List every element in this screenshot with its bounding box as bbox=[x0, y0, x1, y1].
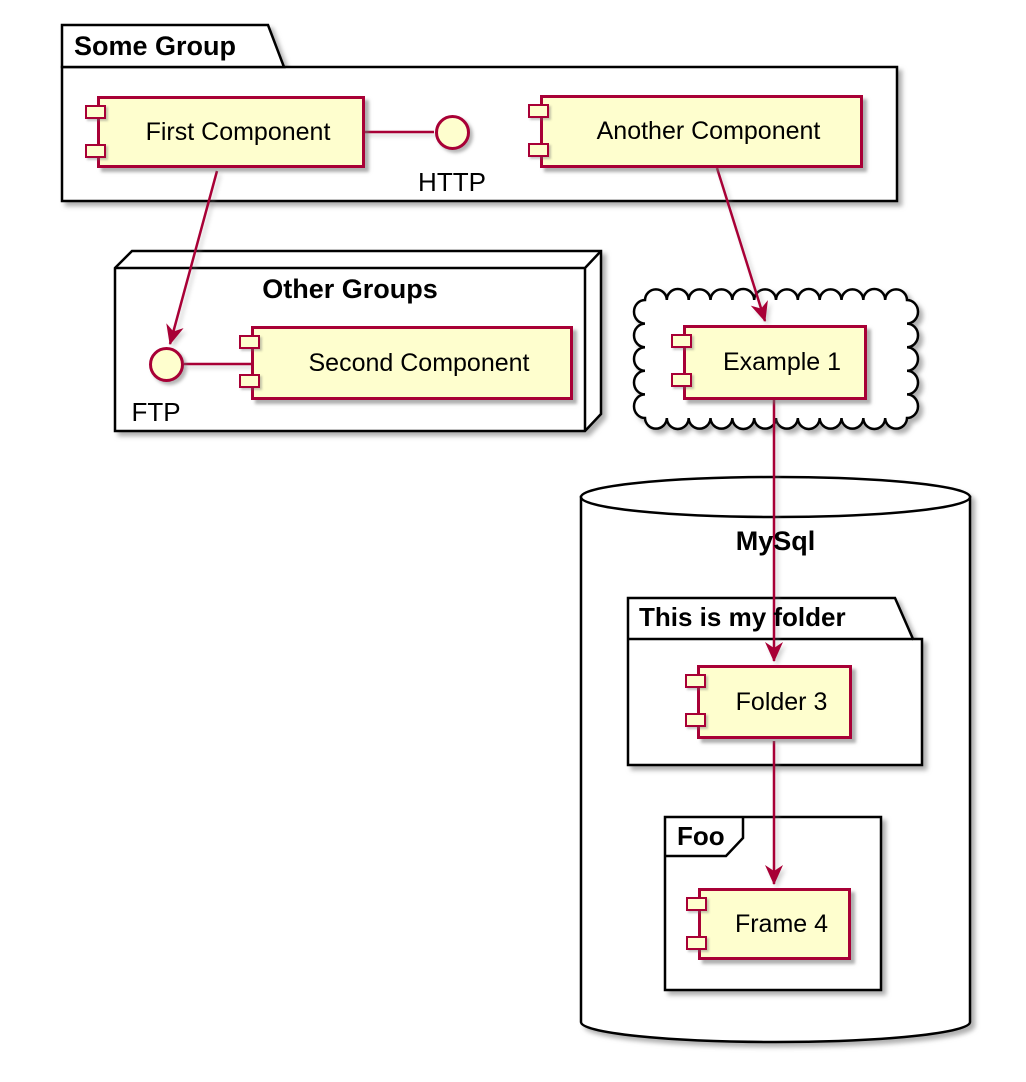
component-first: First Component bbox=[85, 96, 365, 168]
component-port-icon bbox=[528, 104, 549, 118]
package-some-group-tab bbox=[60, 23, 286, 69]
component-another: Another Component bbox=[528, 95, 863, 168]
component-port-icon bbox=[685, 713, 706, 727]
component-port-icon bbox=[85, 105, 106, 119]
component-another-label: Another Component bbox=[596, 117, 821, 145]
component-second-label: Second Component bbox=[308, 348, 530, 377]
component-port-icon bbox=[239, 335, 260, 349]
component-port-icon bbox=[686, 897, 707, 911]
database-mysql-title: MySql bbox=[735, 526, 816, 556]
edge-another-to-example1 bbox=[715, 167, 768, 322]
component-frame4-label: Frame 4 bbox=[734, 909, 829, 938]
component-port-icon bbox=[686, 936, 707, 950]
edge-first-to-ftp bbox=[166, 170, 219, 345]
component-port-icon bbox=[671, 334, 692, 348]
component-folder3: Folder 3 bbox=[685, 665, 852, 739]
component-port-icon bbox=[85, 144, 106, 158]
component-port-icon bbox=[671, 373, 692, 387]
interface-http-label: HTTP bbox=[418, 167, 486, 197]
package-some-group-title: Some Group bbox=[74, 31, 237, 61]
component-port-icon bbox=[528, 143, 549, 157]
component-example1: Example 1 bbox=[671, 325, 867, 400]
component-first-label: First Component bbox=[145, 117, 331, 146]
interface-ftp-label: FTP bbox=[131, 397, 181, 427]
component-folder3-label: Folder 3 bbox=[735, 687, 828, 716]
folder-title: This is my folder bbox=[639, 602, 846, 632]
component-port-icon bbox=[239, 374, 260, 388]
interface-http-circle bbox=[434, 114, 470, 150]
component-port-icon bbox=[685, 674, 706, 688]
interface-ftp-circle bbox=[148, 346, 184, 382]
component-example1-label: Example 1 bbox=[722, 348, 842, 376]
node-other-groups-title: Other Groups bbox=[262, 274, 438, 304]
frame-foo-title: Foo bbox=[677, 821, 725, 851]
component-frame4: Frame 4 bbox=[686, 888, 851, 960]
component-second: Second Component bbox=[239, 326, 573, 400]
